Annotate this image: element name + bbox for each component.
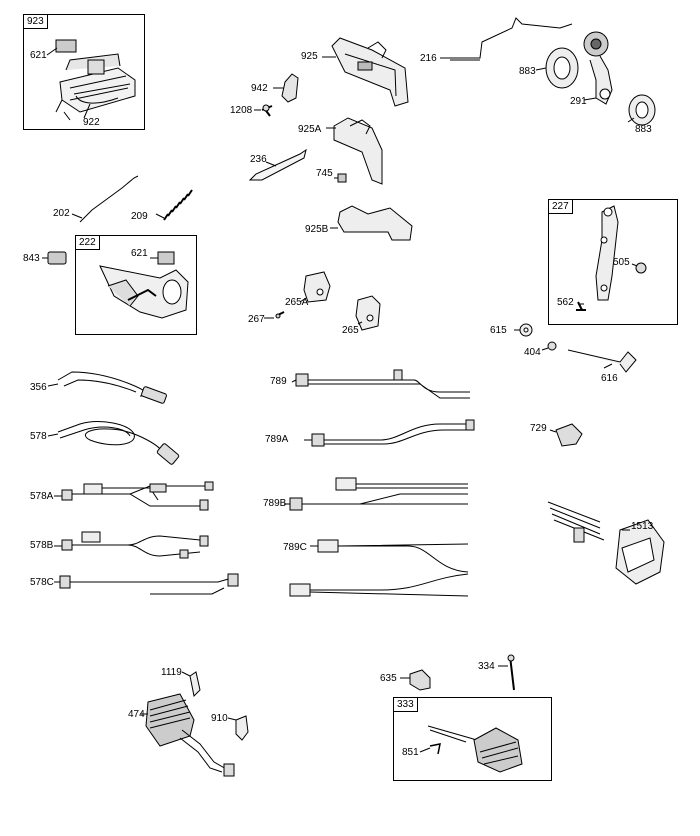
- callout-265: 265: [342, 325, 359, 336]
- group-frame-222: [75, 235, 197, 335]
- control-plate-925a-drawing: [248, 117, 383, 185]
- washer-shaft-drawing: [514, 323, 637, 373]
- callout-883: 883: [519, 66, 536, 77]
- callout-236: 236: [250, 154, 267, 165]
- switch-1513-drawing: [547, 501, 665, 585]
- callout-578a: 578A: [30, 491, 54, 502]
- callout-922: 922: [83, 117, 100, 128]
- callout-925: 925: [301, 51, 318, 62]
- callout-216: 216: [420, 53, 437, 64]
- group-title-222: 222: [75, 235, 100, 250]
- callout-789a: 789A: [265, 434, 289, 445]
- callout-942: 942: [251, 83, 268, 94]
- callout-925b: 925B: [305, 224, 329, 235]
- callout-578: 578: [30, 431, 47, 442]
- brackets-drawing: [264, 205, 413, 331]
- callout-334: 334: [478, 661, 495, 672]
- callout-291: 291: [570, 96, 587, 107]
- harness-789b-drawing: [284, 477, 468, 511]
- switch-group-333-drawing: [419, 725, 523, 773]
- group-title-227: 227: [548, 199, 573, 214]
- callout-265a: 265A: [285, 297, 309, 308]
- callout-789: 789: [270, 376, 287, 387]
- callout-505: 505: [613, 257, 630, 268]
- callout-789b: 789B: [263, 498, 287, 509]
- bracket-group-222-drawing: [99, 251, 189, 319]
- callout-621-second: 621: [131, 248, 148, 259]
- callout-925a: 925A: [298, 124, 322, 135]
- callout-356: 356: [30, 382, 47, 393]
- governor-bracket-assembly-drawing: [46, 39, 136, 121]
- callout-910: 910: [211, 713, 228, 724]
- callout-745: 745: [316, 168, 333, 179]
- harness-578b-drawing: [54, 531, 209, 559]
- governor-lever-drawing: [440, 17, 656, 126]
- callout-615: 615: [490, 325, 507, 336]
- callout-202: 202: [53, 208, 70, 219]
- springs-drawing: [71, 175, 193, 223]
- callout-209: 209: [131, 211, 148, 222]
- group-title-923: 923: [23, 14, 48, 29]
- control-plate-925-drawing: [254, 37, 409, 117]
- callout-616: 616: [601, 373, 618, 384]
- callout-1119: 1119: [161, 667, 182, 678]
- callout-851: 851: [402, 747, 419, 758]
- callout-843: 843: [23, 253, 40, 264]
- group-frame-333: [393, 697, 552, 781]
- callout-789c: 789C: [283, 542, 307, 553]
- lever-group-227-drawing: [576, 205, 647, 311]
- group-frame-227: [548, 199, 678, 325]
- callout-621: 621: [30, 50, 47, 61]
- callout-562: 562: [557, 297, 574, 308]
- group-title-333: 333: [393, 697, 418, 712]
- fittings-drawing: [400, 654, 515, 691]
- callout-404: 404: [524, 347, 541, 358]
- clip-729-drawing: [549, 423, 583, 447]
- part-843-drawing: [42, 251, 67, 265]
- harness-356-drawing: [47, 371, 167, 404]
- callout-578c: 578C: [30, 577, 54, 588]
- harness-578a-drawing: [54, 481, 214, 511]
- harness-789c-drawing: [289, 539, 469, 597]
- callout-1208: 1208: [230, 105, 253, 116]
- callout-267: 267: [248, 314, 265, 325]
- harness-789-drawing: [291, 369, 470, 399]
- callout-474: 474: [128, 709, 145, 720]
- harness-578c-drawing: [54, 573, 239, 595]
- rectifier-474-drawing: [140, 671, 249, 777]
- harness-578-drawing: [47, 421, 180, 465]
- callout-635: 635: [380, 673, 397, 684]
- callout-729: 729: [530, 423, 547, 434]
- group-frame-923: [23, 14, 145, 130]
- harness-789a-drawing: [304, 419, 475, 447]
- callout-883-second: 883: [635, 124, 652, 135]
- callout-578b: 578B: [30, 540, 54, 551]
- callout-1513: 1513: [631, 521, 654, 532]
